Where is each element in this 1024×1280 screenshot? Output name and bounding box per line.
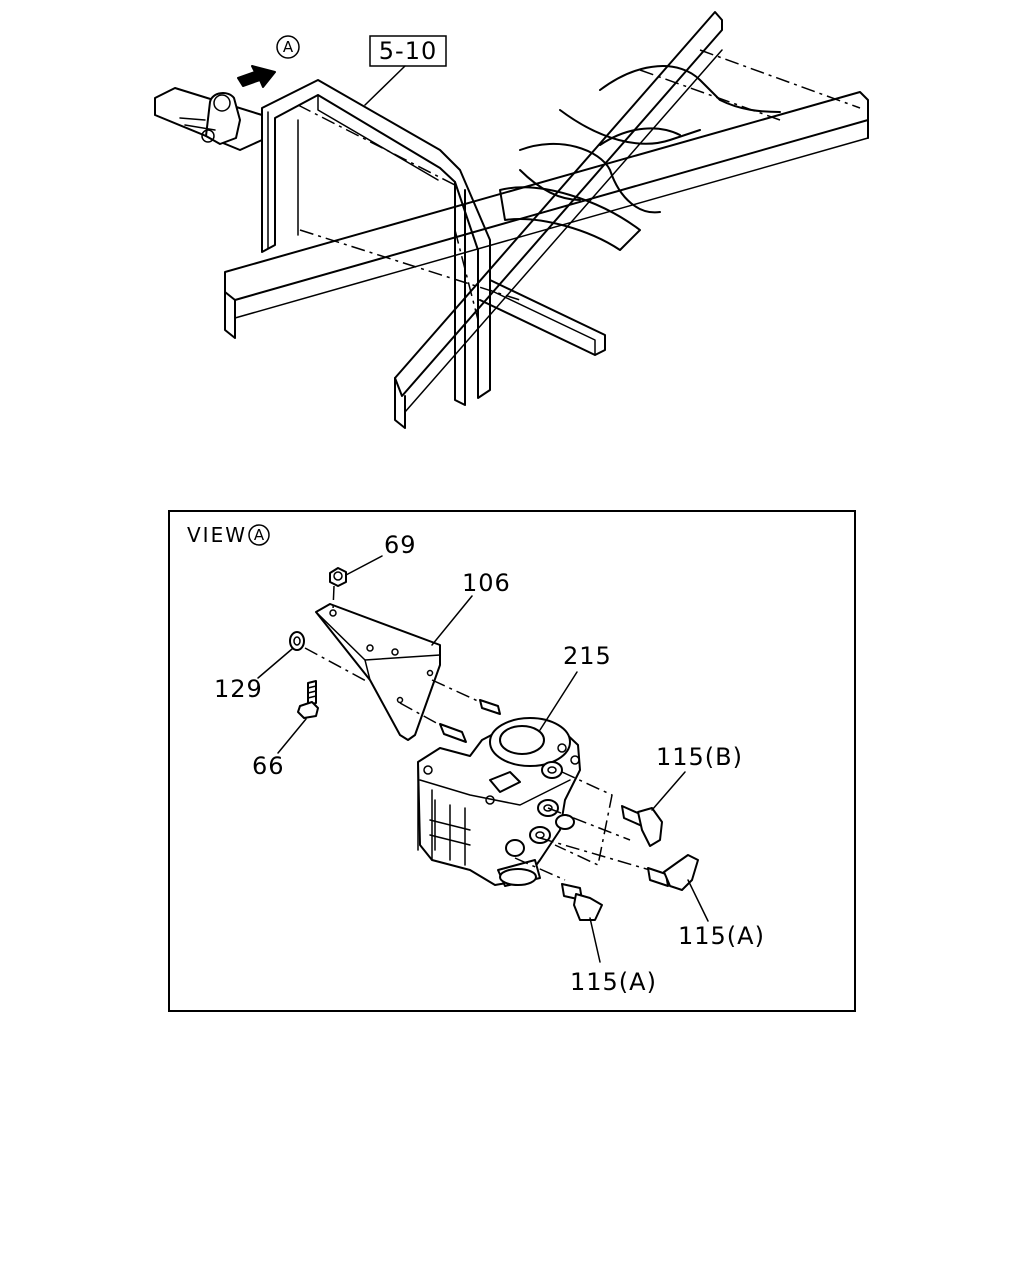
svg-text:A: A: [254, 526, 265, 544]
callout-215: 215: [563, 642, 612, 670]
callout-106: 106: [462, 569, 511, 597]
callout-115a-right: 115(A): [678, 922, 765, 950]
flange-nut-69: [329, 567, 347, 611]
detail-view-frame: [168, 510, 856, 1012]
chassis-frame-illustration: [154, 11, 869, 429]
view-a-marker: A: [276, 35, 300, 59]
svg-text:A: A: [283, 38, 294, 56]
bolt-66: [297, 680, 319, 719]
callout-115a-bottom: 115(A): [570, 968, 657, 996]
svg-text:VIEW: VIEW: [187, 523, 247, 547]
washer-129: [289, 631, 369, 683]
svg-text:5-10: 5-10: [379, 37, 437, 65]
reference-box-5-10: 5-10: [364, 35, 447, 106]
callout-69: 69: [384, 531, 417, 559]
leader-lines: [257, 555, 709, 963]
mounting-studs: [439, 699, 501, 743]
callout-115b: 115(B): [656, 743, 743, 771]
elbow-fitting-115a-bottom: [561, 883, 603, 921]
callout-129: 129: [214, 675, 263, 703]
relay-valve-215: [417, 717, 581, 887]
mounting-bracket: [315, 603, 441, 741]
elbow-fitting-115b: [621, 805, 663, 847]
detail-view-title: VIEW A: [187, 523, 270, 547]
direction-arrow-icon: [237, 65, 276, 88]
elbow-fitting-115a-right: [647, 854, 699, 891]
callout-66: 66: [252, 752, 285, 780]
